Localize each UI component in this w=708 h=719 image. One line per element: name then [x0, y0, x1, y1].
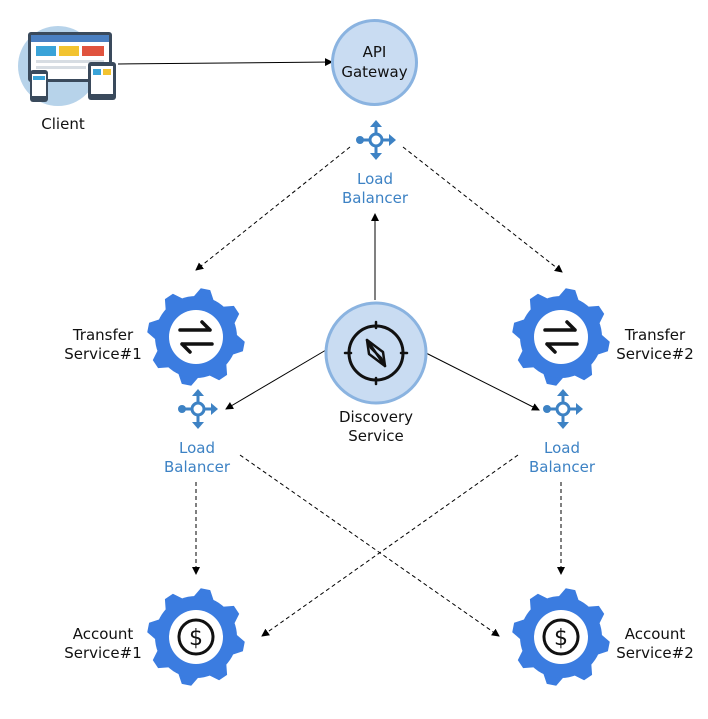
transfer-service-2-label: Transfer Service#2: [616, 326, 694, 363]
account-service-2-gear-icon: $: [512, 588, 610, 686]
edge-right-lb-to-account1: [261, 454, 519, 637]
top-load-balancer-label: Load Balancer: [342, 170, 408, 207]
svg-text:$: $: [554, 626, 568, 651]
load-balancer-icon: [356, 120, 396, 160]
edge-left-lb-to-account2: [239, 454, 500, 637]
edge-discovery-to-right-lb: [425, 352, 540, 411]
edge-client-to-gateway: [117, 58, 333, 67]
client-label: Client: [41, 115, 85, 133]
svg-text:$: $: [189, 626, 203, 651]
edge-discovery-to-left-lb: [225, 349, 327, 410]
right-load-balancer-label: Load Balancer: [529, 439, 595, 476]
compass-icon: [324, 301, 428, 405]
transfer-service-1-gear-icon: [147, 288, 245, 386]
api-gateway-node: API Gateway: [331, 19, 418, 106]
discovery-service-label: Discovery Service: [338, 408, 414, 445]
transfer-service-2-gear-icon: [512, 288, 610, 386]
load-balancer-left-icon: [178, 389, 218, 429]
devices-icon: [18, 26, 116, 106]
load-balancer-right-icon: [543, 389, 583, 429]
edge-top-lb-to-transfer2: [402, 146, 563, 273]
account-service-1-gear-icon: $: [147, 588, 245, 686]
account-service-2-label: Account Service#2: [616, 625, 694, 662]
account-service-1-label: Account Service#1: [64, 625, 142, 662]
transfer-service-1-label: Transfer Service#1: [64, 326, 142, 363]
api-gateway-label-line2: Gateway: [341, 63, 408, 81]
left-load-balancer-label: Load Balancer: [164, 439, 230, 476]
edge-top-lb-to-transfer1: [195, 146, 351, 271]
api-gateway-label-line1: API: [362, 43, 387, 61]
